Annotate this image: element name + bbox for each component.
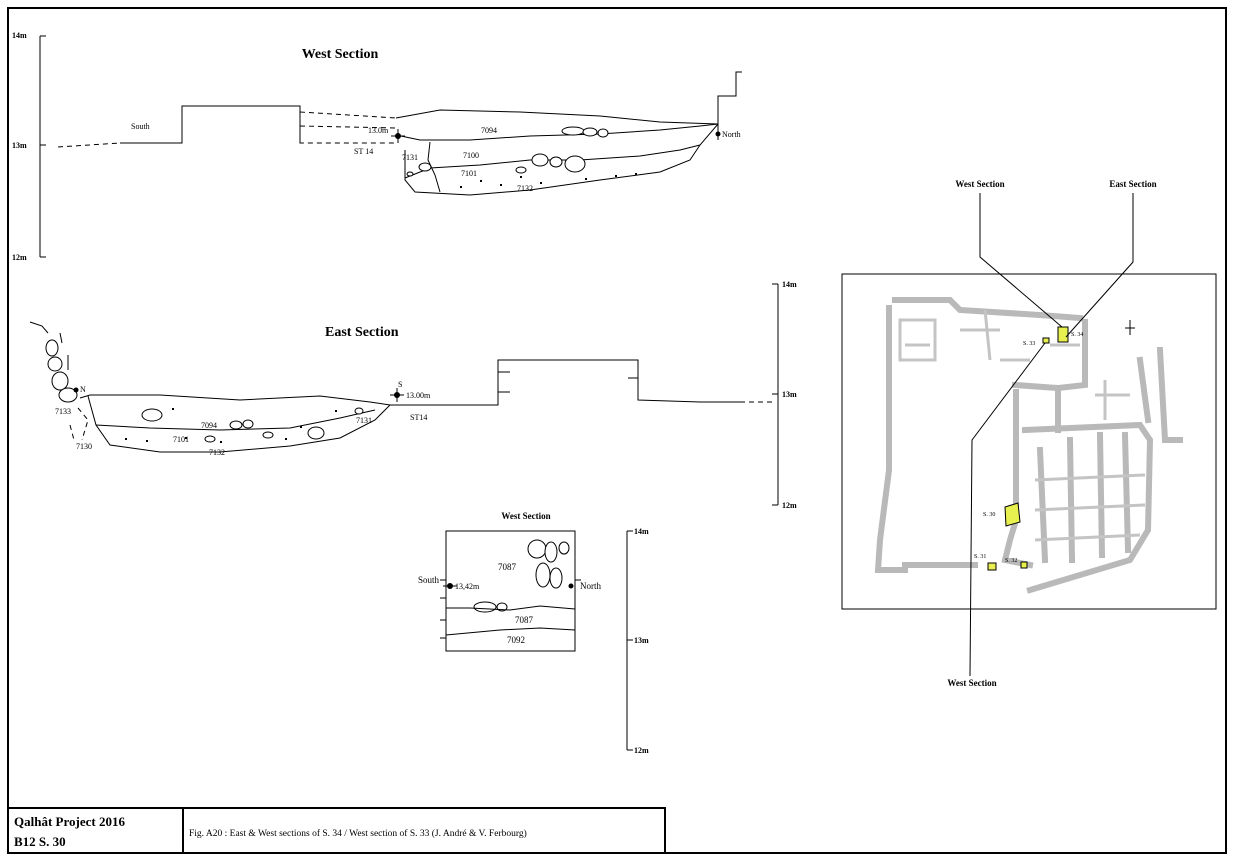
east-section-elevation: 13.00m [406,391,431,400]
unit-label: 7094 [481,126,497,135]
sounding-s30 [1004,502,1021,527]
scale-top-label: 14m [782,280,797,289]
unit-label: 7087 [515,615,534,625]
sounding-s34 [1057,326,1069,343]
layer-7131-edge [427,141,441,193]
sounding-label: S. 31 [974,554,986,560]
west-section-scale: 14m 13m 12m [12,31,46,262]
west-section-elevation: 13.0m [368,126,389,135]
scale-mid-label: 13m [782,390,797,399]
unit-label: 7094 [201,421,217,430]
callout-west-bottom: West Section [947,678,996,688]
sounding-s31 [987,562,997,571]
unit-label: 7087 [498,562,517,572]
unit-label: 7131 [356,416,372,425]
unit-label: 7131 [402,153,418,162]
plan-walls [874,297,1183,594]
s33-elevation: 13,42m [455,582,480,591]
west-section-south-label: South [131,122,150,131]
north-datum [715,131,721,137]
sheet-border [7,7,1227,854]
east-surface [390,359,740,406]
sounding-label: S. 33 [1023,341,1035,347]
sounding-label: S. 30 [983,512,995,518]
unit-label: 7130 [76,442,92,451]
east-section-south-label: S [398,380,402,389]
s33-section-title: West Section [501,511,550,521]
layer-7094-base [395,123,719,141]
west-section-s33: West Section 14m 13m 12m South North 13,… [418,511,649,755]
west-section-north-label: North [722,130,741,139]
unit-label: 7133 [55,407,71,416]
unit-label: 7132 [209,448,225,457]
callout-line-west-bottom [969,342,1046,677]
east-layer-7101 [95,409,376,431]
s33-section-frame [445,530,576,652]
unit-label: 7132 [517,184,533,193]
north-profile [395,71,742,125]
surface-line [120,105,301,144]
east-section-title: East Section [325,325,399,340]
east-layer-top [79,394,391,406]
scale-mid-label: 13m [634,636,649,645]
unit-label: 7101 [173,435,189,444]
sounding-s32 [1020,561,1028,569]
pit-outline [404,123,719,196]
callout-east-top: East Section [1109,179,1156,189]
title-block: Qalhât Project 2016 B12 S. 30 Fig. A20 :… [8,807,666,853]
sounding-s33 [1042,337,1050,344]
west-section-s34: West Section 14m 13m 12m [12,31,742,262]
east-section-scale: 14m 13m 12m [772,280,797,510]
east-section-north-label: N [80,385,86,394]
plan-frame [841,273,1217,610]
sounding-label: S. 34 [1071,332,1083,338]
scale-mid-label: 13m [12,141,27,150]
figure-caption: Fig. A20 : East & West sections of S. 34… [189,828,527,839]
east-pit-outline [87,395,391,453]
callout-line-west-top [979,193,1063,328]
site-plan: S. 34 S. 33 S. 30 S. 31 S. 32 West Secti… [841,179,1217,688]
west-section-structure: ST 14 [354,147,373,156]
s33-scale: 14m 13m 12m [626,527,649,755]
scale-top-label: 14m [12,31,27,40]
s33-north-label: North [580,581,601,591]
scale-bottom-label: 12m [12,253,27,262]
callout-west-top: West Section [955,179,1004,189]
unit-label: 7092 [507,635,525,645]
scale-top-label: 14m [634,527,649,536]
project-title: Qalhât Project 2016 [14,814,125,829]
callout-line-east-top [1065,193,1134,338]
scale-bottom-label: 12m [634,746,649,755]
east-section-s34: East Section 14m 13m 12m [29,280,797,510]
sector-title: B12 S. 30 [14,834,66,849]
scale-bottom-label: 12m [782,501,797,510]
sounding-label: S. 32 [1005,558,1017,564]
east-section-structure: ST14 [410,413,427,422]
unit-label: 7101 [461,169,477,178]
surface-dashed-upper [299,111,397,129]
s33-south-label: South [418,575,440,585]
west-section-title: West Section [302,47,379,62]
unit-label: 7100 [463,151,479,160]
